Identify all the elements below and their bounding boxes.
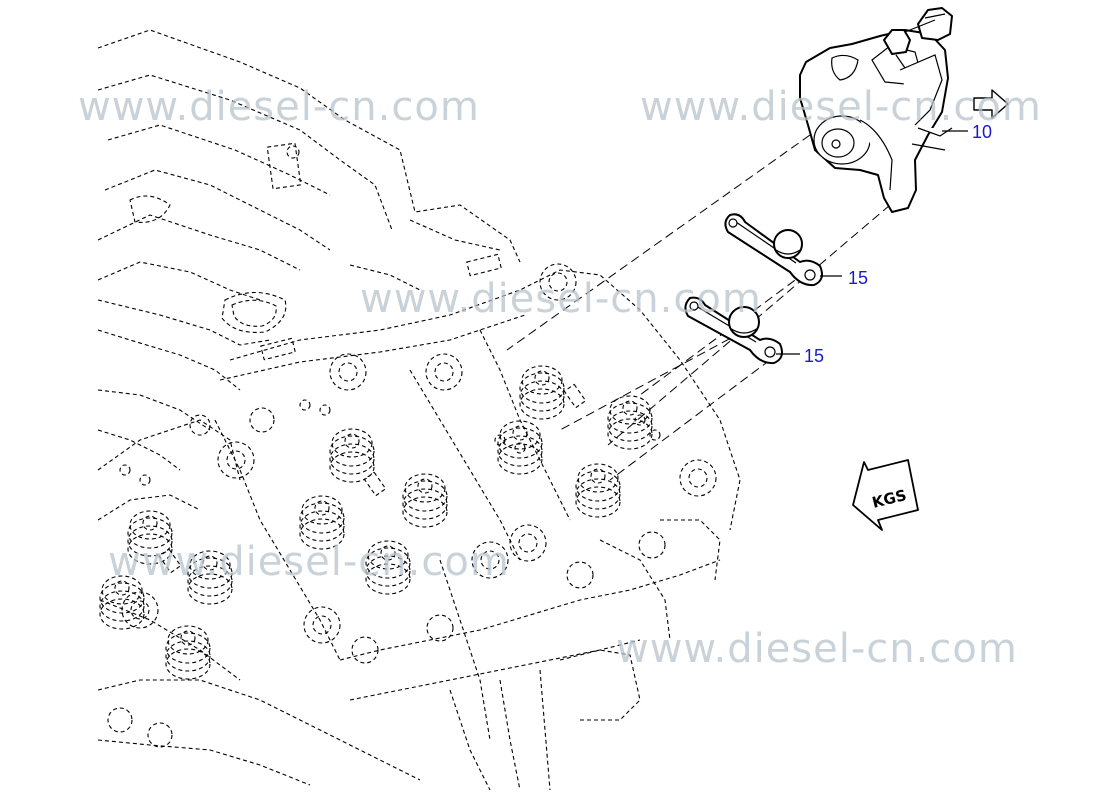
block-stamp-marks [158, 253, 587, 574]
callout-15b: 15 [804, 346, 824, 366]
head-bolt-group [107, 263, 717, 748]
engine-block-outline [97, 29, 741, 791]
watermark-layer: www.diesel-cn.com www.diesel-cn.com www.… [78, 84, 1042, 672]
valve-bridge-part-upper[interactable] [724, 213, 823, 287]
callout-15a: 15 [848, 268, 868, 288]
callout-10: 10 [972, 122, 992, 142]
rocker-arm-part[interactable] [799, 7, 953, 213]
front-arrow-icon [973, 89, 1009, 119]
direction-arrow-icon: KGS [852, 459, 919, 531]
valve-spring-group [99, 365, 653, 680]
watermark-text: www.diesel-cn.com [78, 84, 480, 130]
watermark-text: www.diesel-cn.com [360, 276, 762, 322]
watermark-text: www.diesel-cn.com [616, 626, 1018, 672]
watermark-text: www.diesel-cn.com [640, 84, 1042, 130]
callout-leaders [776, 130, 968, 355]
watermark-text: www.diesel-cn.com [108, 539, 510, 585]
valve-bridge-part-lower[interactable] [684, 296, 783, 365]
